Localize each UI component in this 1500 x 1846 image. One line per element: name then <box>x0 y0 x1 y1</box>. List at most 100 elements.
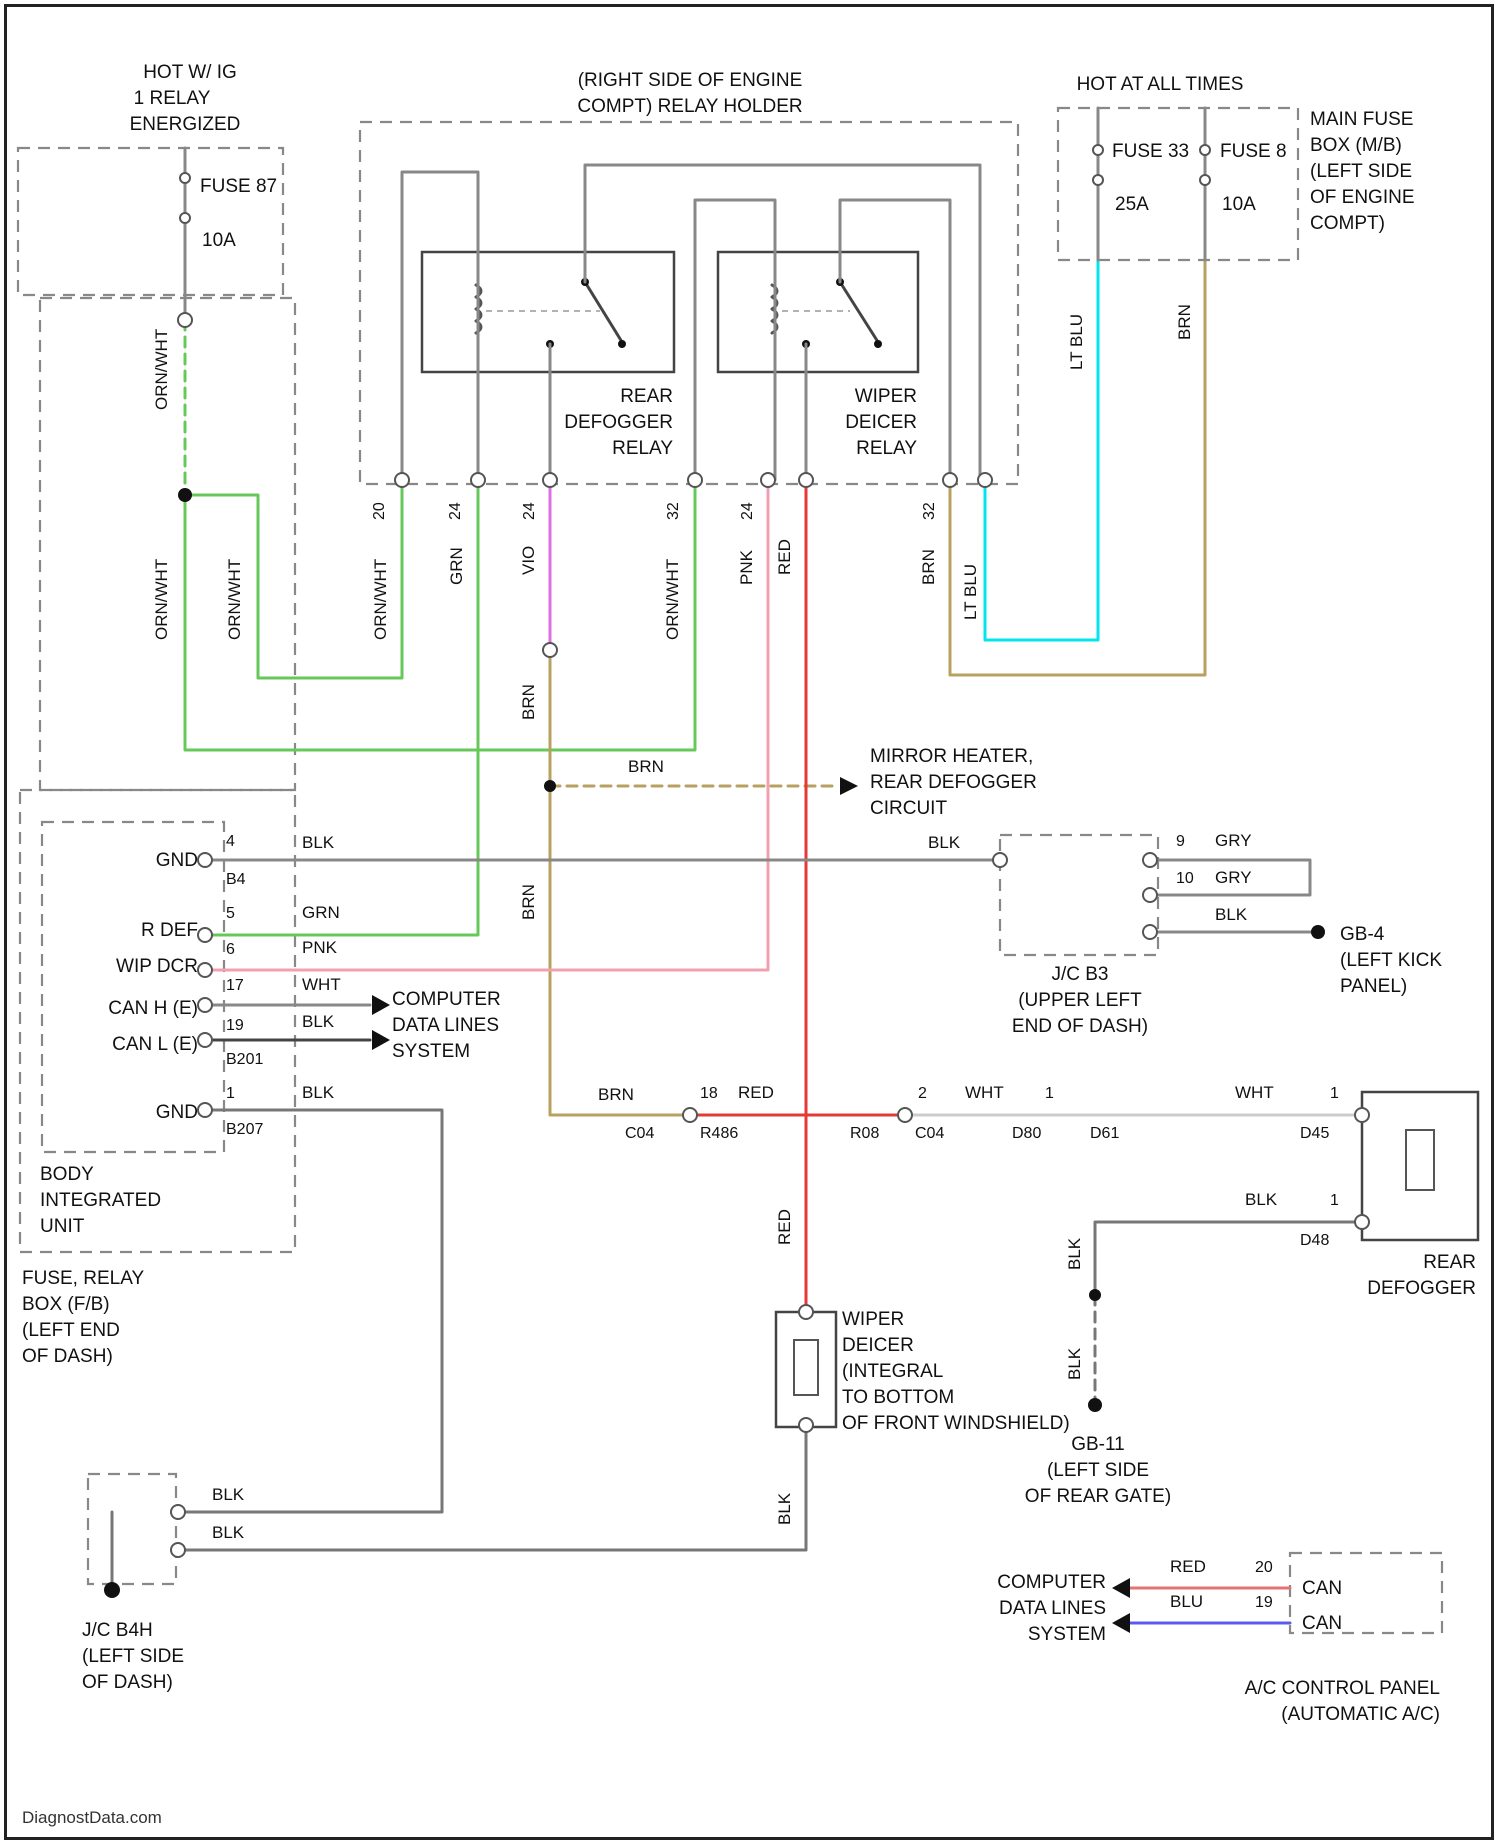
rdr-1: REAR <box>620 386 673 407</box>
rear-def-1: REAR <box>1423 1252 1476 1273</box>
wdr-3: RELAY <box>856 438 917 459</box>
gb4-1: GB-4 <box>1340 924 1385 945</box>
main-fuse-5: COMPT) <box>1310 213 1385 234</box>
wire-orn-wht-5: ORN/WHT <box>663 559 682 640</box>
pin-24a: 24 <box>447 502 464 520</box>
bu-wipdcr: WIP DCR <box>116 956 198 977</box>
w-blu-1: BLU <box>1170 1592 1203 1611</box>
wire-orn-wht-4: ORN/WHT <box>371 559 390 640</box>
gb4-2: (LEFT KICK <box>1340 950 1442 971</box>
pin-2: 2 <box>918 1085 927 1102</box>
fb-4: OF DASH) <box>22 1346 113 1367</box>
conn-d61: D61 <box>1090 1125 1119 1142</box>
mirror-heater-2: REAR DEFOGGER <box>870 772 1037 793</box>
gb11-3: OF REAR GATE) <box>1025 1486 1171 1507</box>
w-blk-7: BLK <box>212 1485 245 1504</box>
w-blk-4: BLK <box>928 833 961 852</box>
conn-d45: D45 <box>1300 1125 1329 1142</box>
ac-cdl-3: SYSTEM <box>1028 1624 1106 1645</box>
jcb4h-2: (LEFT SIDE <box>82 1646 184 1667</box>
wire-orn-wht-3: ORN/WHT <box>225 559 244 640</box>
relay-holder-line1: (RIGHT SIDE OF ENGINE <box>578 70 803 91</box>
wdr-2: DEICER <box>845 412 917 433</box>
fuse-b-amp: 10A <box>1222 194 1256 215</box>
rdr-2: DEFOGGER <box>564 412 673 433</box>
wire-red-2: RED <box>775 1209 794 1245</box>
wire-brn-2: BRN <box>1175 304 1194 340</box>
main-fuse-4: OF ENGINE <box>1310 187 1415 208</box>
jcb3-3: END OF DASH) <box>1012 1016 1148 1037</box>
wire-brn-4: BRN <box>519 884 538 920</box>
jcb3-pin10: 10 <box>1176 870 1194 887</box>
bu-gnd2: GND <box>156 1102 198 1123</box>
bu-pin5: 5 <box>226 905 235 922</box>
conn-c04b: C04 <box>915 1125 944 1142</box>
bu-gnd1: GND <box>156 850 198 871</box>
fb-2: BOX (F/B) <box>22 1294 110 1315</box>
rear-defogger-element <box>1362 1092 1478 1240</box>
wire-grn-1: GRN <box>447 547 466 585</box>
w-blk-6: BLK <box>1245 1190 1278 1209</box>
wde-5: OF FRONT WINDSHIELD) <box>842 1413 1070 1434</box>
mirror-heater-1: MIRROR HEATER, <box>870 746 1033 767</box>
w-wht-1: WHT <box>302 975 341 994</box>
wire-brn-3: BRN <box>519 684 538 720</box>
rear-defogger-contact <box>585 282 622 342</box>
fb-1: FUSE, RELAY <box>22 1268 144 1289</box>
fb-3: (LEFT END <box>22 1320 120 1341</box>
main-fuse-3: (LEFT SIDE <box>1310 161 1412 182</box>
w-blk-3: BLK <box>302 1083 335 1102</box>
wde-4: TO BOTTOM <box>842 1387 954 1408</box>
pin-18: 18 <box>700 1085 718 1102</box>
pin-24b: 24 <box>521 502 538 520</box>
rear-def-2: DEFOGGER <box>1367 1278 1476 1299</box>
jcb3-2: (UPPER LEFT <box>1018 990 1142 1011</box>
w-blk-5: BLK <box>1215 905 1248 924</box>
bu-pin6: 6 <box>226 941 235 958</box>
ac-can2: CAN <box>1302 1613 1342 1634</box>
w-wht-3: WHT <box>1235 1083 1274 1102</box>
w-grn-2: GRN <box>302 903 340 922</box>
pin-24c: 24 <box>739 502 756 520</box>
body-unit-pins <box>171 145 1369 1557</box>
wire-pnk-1: PNK <box>737 549 756 585</box>
bu-name-3: UNIT <box>40 1216 85 1237</box>
bu-name-2: INTEGRATED <box>40 1190 161 1211</box>
cdl-2: DATA LINES <box>392 1015 499 1036</box>
bu-canl: CAN L (E) <box>112 1034 198 1055</box>
fuse-box-ig <box>18 148 283 295</box>
wire-blk-v3: BLK <box>1065 1347 1084 1380</box>
ac-pin19: 19 <box>1255 1594 1273 1611</box>
w-pnk-2: PNK <box>302 938 338 957</box>
w-brn-5: BRN <box>598 1085 634 1104</box>
fuse-ig-amp: 10A <box>202 230 236 251</box>
w-gry-2: GRY <box>1215 868 1252 887</box>
w-red-3: RED <box>738 1083 774 1102</box>
pin-1c: 1 <box>1330 1192 1339 1209</box>
conn-d48: D48 <box>1300 1232 1329 1249</box>
wde-1: WIPER <box>842 1309 904 1330</box>
jc-b3-box <box>1000 835 1158 955</box>
wiper-deicer-contact <box>840 282 878 342</box>
fuse-a-amp: 25A <box>1115 194 1149 215</box>
w-red-4: RED <box>1170 1557 1206 1576</box>
pin-20: 20 <box>371 502 388 520</box>
pin-32b: 32 <box>921 502 938 520</box>
hot-ig-line2: 1 RELAY <box>134 88 211 109</box>
bu-pin19: 19 <box>226 1017 244 1034</box>
w-wht-2: WHT <box>965 1083 1004 1102</box>
bu-conn-b201: B201 <box>226 1051 263 1068</box>
footer-watermark: DiagnostData.com <box>22 1808 162 1828</box>
fuse-a-label: FUSE 33 <box>1112 141 1189 162</box>
rear-defogger-relay-box <box>422 252 674 372</box>
wire-ltblu-1: LT BLU <box>961 564 980 620</box>
wire-vio-1: VIO <box>519 546 538 575</box>
ac-cdl-2: DATA LINES <box>999 1598 1106 1619</box>
cdl-3: SYSTEM <box>392 1041 470 1062</box>
wiper-deicer-element <box>776 1312 836 1427</box>
wire-blk-v1: BLK <box>775 1492 794 1525</box>
wire-orn-wht-1: ORN/WHT <box>152 329 171 410</box>
conn-r08: R08 <box>850 1125 879 1142</box>
wiper-deicer-relay-box <box>718 252 918 372</box>
